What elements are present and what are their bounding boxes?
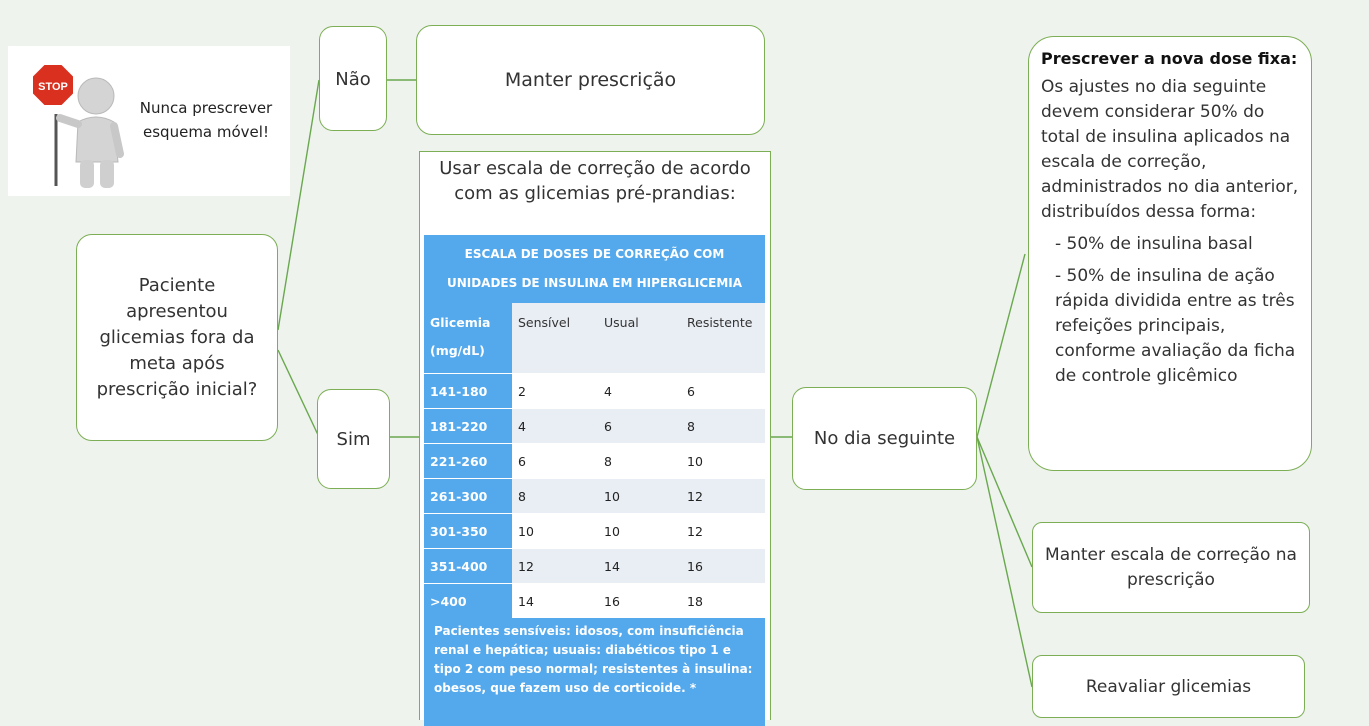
cell-range: 351-400 [424,548,512,584]
table-row: 141-180 2 4 6 [424,373,765,409]
question-text: Paciente apresentou glicemias fora da me… [96,274,258,400]
cell-sensivel: 12 [512,548,598,584]
cell-resistente: 12 [681,513,765,549]
correction-instruction: Usar escala de correção de acordo com as… [439,158,751,204]
cell-range: 141-180 [424,373,512,409]
table-title: ESCALA DE DOSES DE CORREÇÃO COM UNIDADES… [424,235,765,303]
yes-label: Sim [336,428,371,450]
table-header-row: Glicemia (mg/dL) Sensível Usual Resisten… [424,303,765,374]
dose-intro: Os ajustes no dia seguinte devem conside… [1041,77,1299,222]
cell-usual: 16 [598,583,681,618]
cell-sensivel: 10 [512,513,598,549]
keep-prescription-box: Manter prescrição [416,25,765,135]
cell-range: 261-300 [424,478,512,514]
keep-prescription-text: Manter prescrição [504,69,677,91]
cell-resistente: 18 [681,583,765,618]
stop-sign-text: STOP [38,81,68,93]
header-usual: Usual [598,303,681,374]
cell-usual: 6 [598,408,681,444]
cell-range: 181-220 [424,408,512,444]
cell-resistente: 10 [681,443,765,479]
table-row: 221-260 6 8 10 [424,443,765,479]
next-day-box: No dia seguinte [792,387,977,490]
cell-sensivel: 14 [512,583,598,618]
cell-sensivel: 4 [512,408,598,444]
table-footnote-row: Pacientes sensíveis: idosos, com insufic… [424,618,765,726]
table-row: 301-350 10 10 12 [424,513,765,549]
cell-usual: 14 [598,548,681,584]
cell-range: 301-350 [424,513,512,549]
dose-item-basal: - 50% de insulina basal [1055,234,1253,254]
cell-sensivel: 8 [512,478,598,514]
stop-note-card: STOP Nunca prescrever esquema móvel! [8,46,290,196]
cell-sensivel: 6 [512,443,598,479]
dose-item-rapid: - 50% de insulina de ação rápida dividid… [1055,266,1296,386]
table-row: 351-400 12 14 16 [424,548,765,584]
table-row: 181-220 4 6 8 [424,408,765,444]
cell-resistente: 12 [681,478,765,514]
keep-scale-box: Manter escala de correção na prescrição [1032,522,1310,613]
question-box: Paciente apresentou glicemias fora da me… [76,234,278,441]
table-row: 261-300 8 10 12 [424,478,765,514]
stop-figure-icon: STOP [31,63,124,188]
header-glicemia: Glicemia (mg/dL) [424,303,512,374]
new-fixed-dose-box: Prescrever a nova dose fixa: Os ajustes … [1028,36,1312,471]
cell-usual: 10 [598,513,681,549]
cell-resistente: 16 [681,548,765,584]
reassess-box: Reavaliar glicemias [1032,655,1305,718]
cell-usual: 10 [598,478,681,514]
cell-range: 221-260 [424,443,512,479]
table-footnote: Pacientes sensíveis: idosos, com insufic… [424,618,765,726]
correction-scale-panel: Usar escala de correção de acordo com as… [419,151,771,726]
no-label: Não [335,69,371,90]
dose-title: Prescrever a nova dose fixa: [1041,49,1298,68]
keep-scale-text: Manter escala de correção na prescrição [1045,544,1297,590]
cell-usual: 8 [598,443,681,479]
cell-resistente: 8 [681,408,765,444]
cell-sensivel: 2 [512,373,598,409]
cell-range: >400 [424,583,512,618]
cell-usual: 4 [598,373,681,409]
yes-label-box: Sim [317,389,390,489]
stop-message: Nunca prescrever esquema móvel! [139,99,273,141]
no-label-box: Não [319,26,387,131]
header-resistente: Resistente [681,303,765,374]
cell-resistente: 6 [681,373,765,409]
table-row: >400 14 16 18 [424,583,765,618]
header-sensivel: Sensível [512,303,598,374]
correction-scale-table: ESCALA DE DOSES DE CORREÇÃO COM UNIDADES… [424,235,765,726]
reassess-text: Reavaliar glicemias [1085,676,1252,697]
next-day-text: No dia seguinte [813,428,956,449]
